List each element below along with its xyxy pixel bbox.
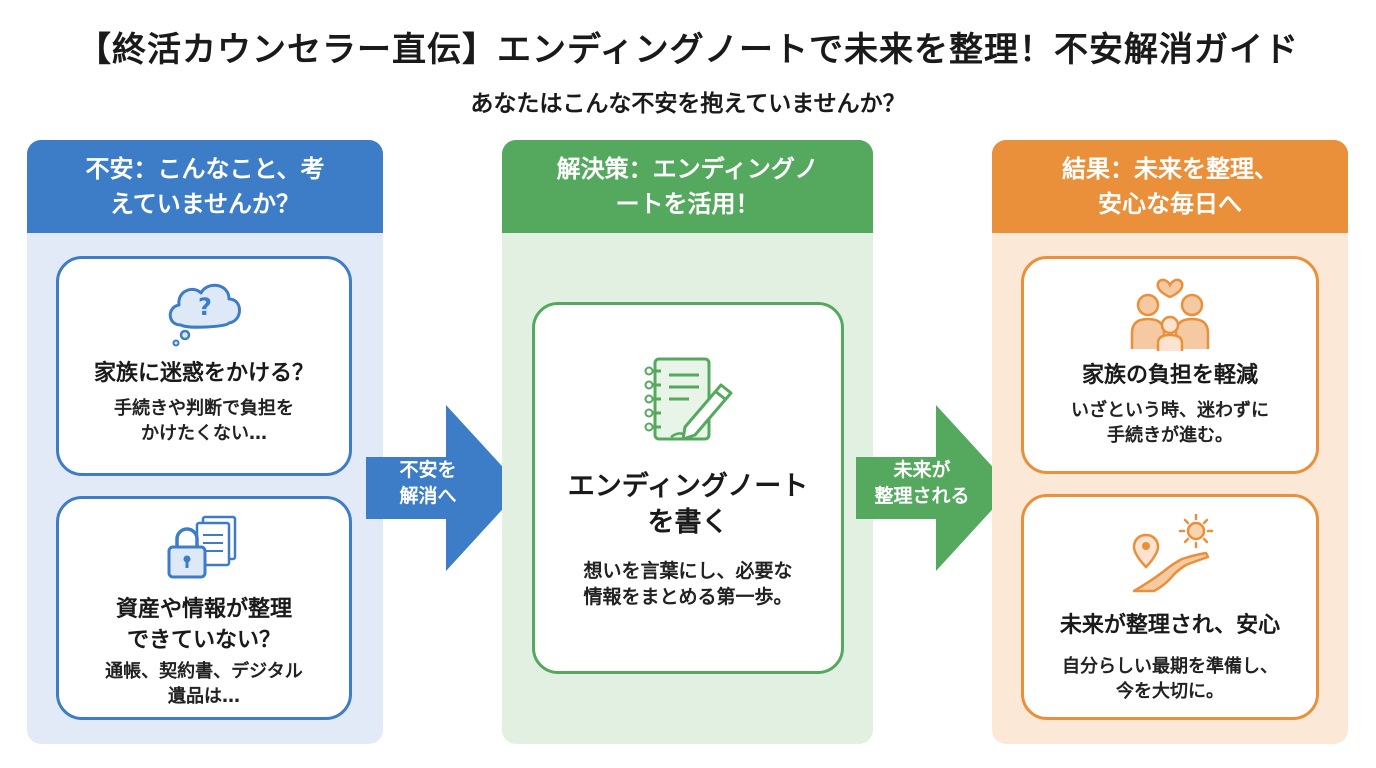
write-ending-note-title-line2: を書く: [647, 507, 729, 539]
unorganized-assets-desc-line2: 遺品は…: [168, 685, 240, 707]
result-column-heading: 結果：未来を整理、 安心な毎日へ: [992, 140, 1348, 233]
future-organized-label-line1: 未来が: [893, 459, 951, 481]
unorganized-assets-desc-line1: 通帳、契約書、デジタル: [105, 660, 303, 682]
family-burden-worry-title: 家族に迷惑をかける？: [93, 361, 314, 386]
solution-heading-line1: 解決策：エンディングノ: [556, 154, 819, 183]
family-burden-worry-desc-line2: かけたくない…: [141, 422, 267, 444]
resolve-anxiety-arrow-label: 不安を 解消へ: [372, 458, 484, 509]
unorganized-assets-title-line1: 資産や情報が整理: [115, 597, 292, 622]
page-subtitle: あなたはこんな不安を抱えていませんか？: [470, 91, 906, 117]
unorganized-assets-desc: 通帳、契約書、デジタル 遺品は…: [59, 659, 349, 709]
future-peace-card: 未来が整理され、安心 自分らしい最期を準備し、 今を大切に。: [1021, 494, 1319, 720]
family-burden-worry-card: ? 家族に迷惑をかける？ 手続きや判断で負担を かけたくない…: [56, 256, 352, 476]
resolve-anxiety-label-line2: 解消へ: [399, 484, 457, 507]
padlock-documents-icon: [167, 515, 237, 579]
anxiety-heading-line2: えていませんか？: [109, 189, 301, 218]
anxiety-heading-line1: 不安：こんなこと、考: [85, 154, 325, 183]
future-organized-label-line2: 整理される: [874, 484, 970, 507]
write-ending-note-desc-line1: 想いを言葉にし、必要な: [583, 559, 793, 582]
result-column: 結果：未来を整理、 安心な毎日へ 家族の負担を軽減 いざという時、迷わずに 手続…: [992, 140, 1348, 744]
future-peace-desc-line1: 自分らしい最期を準備し、: [1062, 655, 1278, 677]
reduce-family-burden-title: 家族の負担を軽減: [1081, 363, 1258, 388]
notebook-pen-icon: [644, 357, 733, 441]
resolve-anxiety-arrow: [366, 405, 522, 571]
question-cloud-icon: ?: [168, 283, 241, 347]
write-ending-note-title-line1: エンディングノート: [567, 471, 809, 502]
svg-text:?: ?: [198, 293, 212, 321]
unorganized-assets-title: 資産や情報が整理 できていない？: [59, 595, 349, 657]
family-burden-worry-desc-line1: 手続きや判断で負担を: [114, 397, 294, 419]
anxiety-column-heading: 不安：こんなこと、考 えていませんか？: [27, 140, 383, 233]
family-heart-icon: [1130, 278, 1210, 351]
anxiety-column: 不安：こんなこと、考 えていませんか？ ? 家族に迷惑をかける？ 手続きや判断で…: [27, 140, 383, 744]
future-peace-desc-line2: 今を大切に。: [1116, 680, 1224, 702]
write-ending-note-card: エンディングノート を書く 想いを言葉にし、必要な 情報をまとめる第一歩。: [532, 302, 844, 674]
solution-column: 解決策：エンディングノ ートを活用！ エンディン: [502, 140, 873, 744]
result-heading-line1: 結果：未来を整理、: [1062, 154, 1278, 183]
unorganized-assets-card: 資産や情報が整理 できていない？ 通帳、契約書、デジタル 遺品は…: [56, 496, 352, 720]
future-peace-title: 未来が整理され、安心: [1059, 613, 1281, 638]
solution-column-heading: 解決策：エンディングノ ートを活用！: [502, 140, 873, 233]
write-ending-note-desc-line2: 情報をまとめる第一歩。: [583, 586, 793, 609]
resolve-anxiety-label-line1: 不安を: [399, 459, 457, 481]
family-burden-worry-desc: 手続きや判断で負担を かけたくない…: [59, 396, 349, 446]
write-ending-note-title: エンディングノート を書く: [535, 469, 841, 542]
solution-heading-line2: ートを活用！: [615, 189, 760, 218]
road-sun-pin-icon: [1132, 513, 1214, 593]
unorganized-assets-title-line2: できていない？: [126, 627, 281, 653]
reduce-family-burden-desc-line1: いざという時、迷わずに: [1071, 399, 1269, 421]
page-title: 【終活カウンセラー直伝】エンディングノートで未来を整理！不安解消ガイド: [77, 30, 1299, 70]
result-heading-line2: 安心な毎日へ: [1098, 189, 1242, 218]
write-ending-note-desc: 想いを言葉にし、必要な 情報をまとめる第一歩。: [535, 558, 841, 611]
reduce-family-burden-desc-line2: 手続きが進む。: [1107, 424, 1233, 446]
future-organized-arrow: [856, 405, 1012, 571]
reduce-family-burden-card: 家族の負担を軽減 いざという時、迷わずに 手続きが進む。: [1021, 256, 1319, 474]
future-peace-desc: 自分らしい最期を準備し、 今を大切に。: [1024, 654, 1316, 704]
reduce-family-burden-desc: いざという時、迷わずに 手続きが進む。: [1024, 398, 1316, 448]
future-organized-arrow-label: 未来が 整理される: [852, 458, 992, 509]
